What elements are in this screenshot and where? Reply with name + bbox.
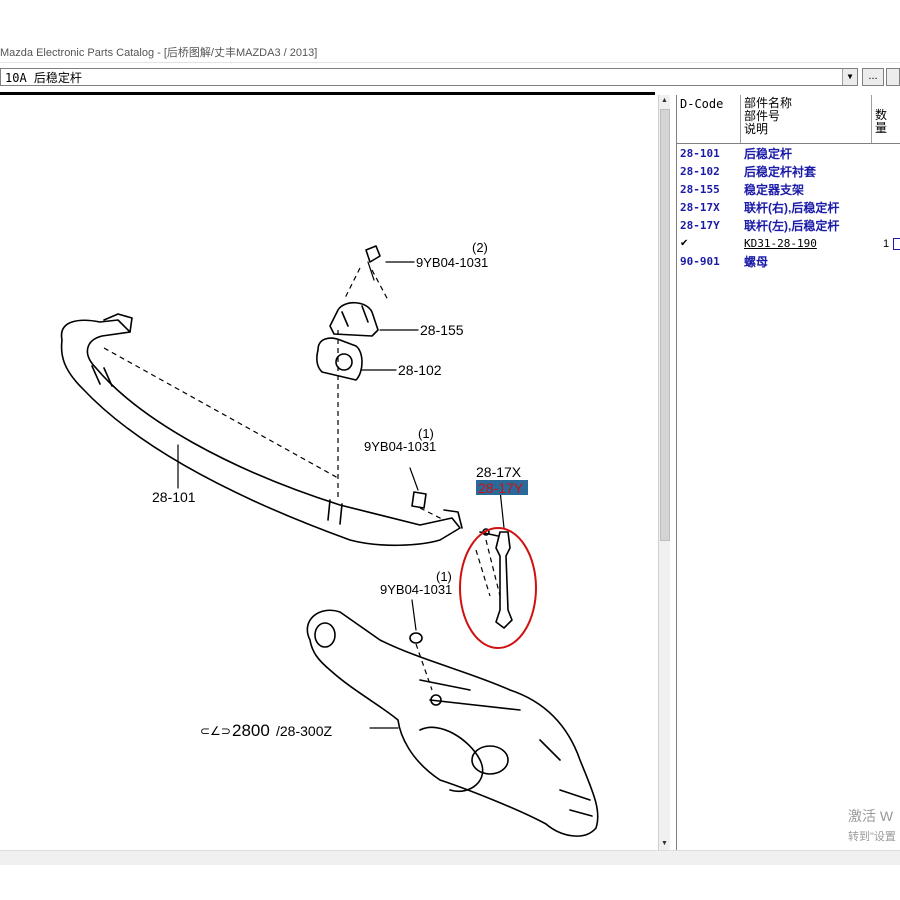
divider (0, 92, 655, 95)
close-button[interactable] (886, 68, 900, 86)
stabilizer-bar-shape (60, 319, 461, 547)
label-bolt-low-code[interactable]: 9YB04-1031 (380, 582, 452, 597)
table-row[interactable]: 90-901 螺母 (677, 253, 900, 271)
chevron-down-icon[interactable]: ▼ (842, 69, 857, 85)
header-name[interactable]: 部件名称 部件号 说明 (744, 97, 792, 136)
horizontal-scrollbar[interactable] (0, 850, 900, 865)
table-row[interactable]: 28-17Y 联杆(左),后稳定杆 (677, 217, 900, 235)
part-qty: 1 (883, 238, 890, 250)
header-name-line1: 部件名称 (744, 96, 793, 110)
toolbar: 10A 后稳定杆 ▼ ... (0, 66, 900, 90)
part-number-link[interactable]: KD31-28-190 (744, 237, 817, 250)
window-title: Mazda Electronic Parts Catalog - [后桥图解/丈… (0, 44, 900, 63)
highlight-ellipse (459, 527, 537, 649)
header-dcode[interactable]: D-Code (680, 97, 724, 111)
more-button[interactable]: ... (862, 68, 884, 86)
scroll-up-icon[interactable]: ▲ (661, 97, 668, 104)
row-name: 联杆(左),后稳定杆 (744, 219, 840, 233)
row-code: 28-17Y (680, 219, 720, 232)
header-name-line2: 部件号 (744, 109, 781, 123)
select-marker-icon[interactable] (893, 238, 900, 250)
activation-watermark-sub: 转到"设置 (848, 831, 896, 843)
label-bolt-top-code[interactable]: 9YB04-1031 (416, 255, 488, 270)
row-name: 螺母 (744, 255, 769, 269)
activation-watermark: 激活 W (848, 808, 894, 824)
label-bushing[interactable]: 28-102 (398, 362, 442, 378)
row-code: 28-102 (680, 165, 720, 178)
label-bar[interactable]: 28-101 (152, 489, 196, 505)
row-name: 稳定器支架 (744, 183, 805, 197)
label-arm-num[interactable]: 2800 (232, 721, 270, 740)
row-code: 28-101 (680, 147, 720, 160)
row-code: 28-155 (680, 183, 720, 196)
table-row[interactable]: 28-102 后稳定杆衬套 (677, 163, 900, 181)
label-bracket[interactable]: 28-155 (420, 322, 464, 338)
scroll-down-icon[interactable]: ▼ (661, 840, 668, 847)
part-number-row[interactable]: ✔ KD31-28-190 1 (677, 235, 900, 253)
table-row[interactable]: 28-17X 联杆(右),后稳定杆 (677, 199, 900, 217)
section-select-value: 10A 后稳定杆 (5, 71, 82, 85)
section-select[interactable]: 10A 后稳定杆 ▼ (0, 68, 858, 86)
row-code: 90-901 (680, 255, 720, 268)
label-arm-suffix[interactable]: /28-300Z (276, 723, 332, 739)
diagram-canvas: 9YB04-1031 (2) 28-155 28-102 9YB04-1031 … (60, 240, 599, 837)
label-bolt-mid-qty: (1) (418, 426, 434, 441)
bracket-shape (329, 301, 379, 337)
column-divider (740, 95, 741, 143)
header-name-line3: 说明 (744, 122, 769, 136)
parts-list-header: D-Code 部件名称 部件号 说明 数量 (677, 95, 900, 144)
label-bolt-mid-code[interactable]: 9YB04-1031 (364, 439, 436, 454)
label-link-left[interactable]: 28-17Y (478, 480, 524, 496)
parts-diagram[interactable]: 9YB04-1031 (2) 28-155 28-102 9YB04-1031 … (0, 95, 655, 850)
table-row[interactable]: 28-101 后稳定杆 (677, 145, 900, 163)
control-arm-shape (306, 609, 599, 837)
table-row[interactable]: 28-155 稳定器支架 (677, 181, 900, 199)
row-name: 后稳定杆 (744, 147, 793, 161)
column-divider (871, 95, 872, 143)
label-bolt-low-qty: (1) (436, 569, 452, 584)
bushing-shape (316, 337, 363, 381)
row-name: 联杆(右),后稳定杆 (744, 201, 840, 215)
row-code: 28-17X (680, 201, 720, 214)
label-link-right[interactable]: 28-17X (476, 464, 522, 480)
parts-list-rows: 28-101 后稳定杆 28-102 后稳定杆衬套 28-155 稳定器支架 2… (677, 145, 900, 271)
label-arm-prefix: ⊂∠⊃ (200, 724, 231, 738)
header-qty[interactable]: 数量 (875, 108, 888, 135)
link-shape (495, 531, 513, 629)
label-bolt-top-qty: (2) (472, 240, 488, 255)
row-name: 后稳定杆衬套 (744, 165, 817, 179)
link-left-highlight (476, 480, 528, 495)
diagram-scrollbar[interactable]: ▲ ▼ (658, 95, 670, 850)
parts-list-panel: D-Code 部件名称 部件号 说明 数量 28-101 后稳定杆 28-102… (676, 95, 900, 850)
scroll-thumb[interactable] (660, 109, 670, 541)
checkbox-icon[interactable]: ✔ (680, 238, 689, 249)
